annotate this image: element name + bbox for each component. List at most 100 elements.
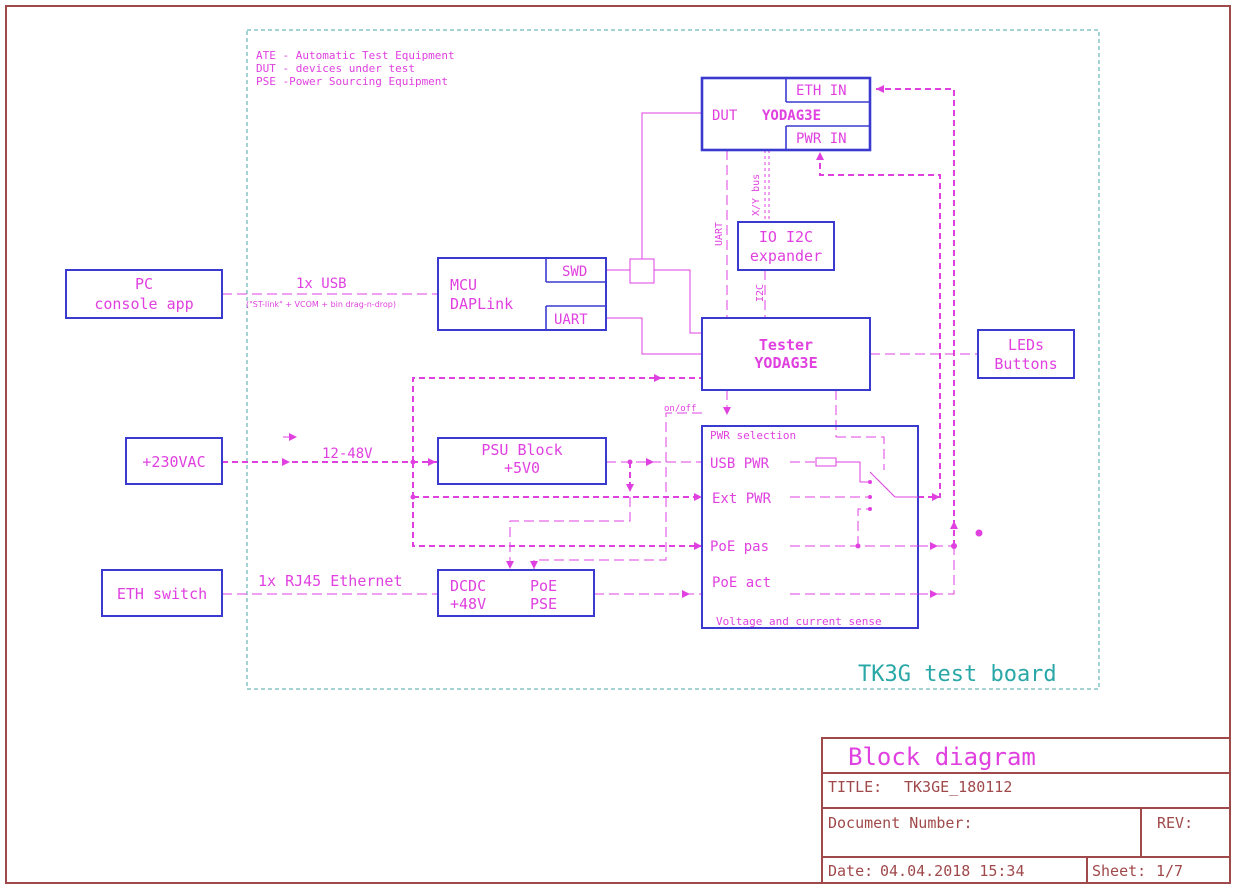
ext-pwr-arrow — [694, 493, 702, 501]
psu-dcdc-wire — [509, 497, 631, 569]
onoff-label: on/off — [664, 404, 697, 414]
pwr-usb-label: USB PWR — [710, 456, 770, 472]
usb-wire-note: ("ST-link" + VCOM + bin drag-n-drop) — [246, 300, 396, 309]
vin-tester-arrow — [654, 374, 662, 382]
dut-block: DUT YODAG3E ETH IN PWR IN — [700, 76, 872, 152]
pwr-selection-box — [701, 425, 919, 629]
tester-box — [701, 317, 871, 391]
vin-tester-wire — [412, 377, 702, 462]
dcdc-sublabel: +48V — [450, 595, 486, 613]
pse-label: PoE — [530, 577, 557, 595]
legend-ate: ATE - Automatic Test Equipment — [256, 49, 455, 62]
tester-block: Tester YODAG3E — [701, 317, 871, 391]
date-label: Date: — [828, 862, 873, 880]
board-label: TK3G test board — [858, 662, 1057, 687]
poe-act-out-arrow — [930, 590, 938, 598]
rj45-label: 1x RJ45 Ethernet — [258, 572, 403, 590]
psu-out-arrow — [646, 458, 654, 466]
sheet-frame — [5, 5, 1231, 884]
uart-vertical-label: UART — [714, 222, 725, 246]
poe-pas-wire — [412, 462, 702, 547]
dcdc-label: DCDC — [450, 577, 486, 595]
psu-box — [437, 437, 607, 485]
poe-act-out — [918, 546, 955, 595]
psu-in-arrow — [428, 458, 436, 466]
swd-to-tester-wire — [654, 269, 702, 334]
poe-pas-out-arrow — [930, 542, 938, 550]
ac-box — [125, 437, 223, 485]
tester-label: Tester — [759, 336, 813, 354]
mcu-port-uart: UART — [554, 312, 588, 328]
mcu-block: MCU DAPLink SWD UART — [437, 257, 607, 331]
ac-arrow — [282, 458, 290, 466]
date-value: 04.04.2018 15:34 — [880, 862, 1025, 880]
pwr-poe-pas-label: PoE pas — [710, 539, 769, 555]
io-expander-box — [737, 221, 835, 271]
stray-dot — [975, 529, 983, 537]
pse-arrow — [682, 590, 690, 598]
io-expander-label: IO I2C — [759, 228, 813, 246]
eth-switch-box — [101, 569, 223, 617]
tester-onoff-arrow — [723, 407, 731, 415]
psu-dcdc-arrow — [506, 561, 514, 569]
legend: ATE - Automatic Test Equipment DUT - dev… — [256, 49, 455, 88]
pc-sublabel: console app — [94, 295, 193, 313]
poe-pas-arrow — [694, 542, 702, 550]
junction-dot — [410, 494, 416, 500]
io-expander-block: IO I2C expander — [737, 221, 835, 271]
eth-switch-block: ETH switch — [101, 569, 223, 617]
eth-switch-label: ETH switch — [117, 585, 207, 603]
pc-block: PC console app — [65, 269, 223, 319]
usb-wire-label: 1x USB — [296, 276, 347, 292]
xy-bus-label: X/Y bus — [751, 174, 762, 216]
usb-fuse — [815, 457, 837, 467]
pwr-selection-title: PWR selection — [710, 429, 796, 442]
title-block: Block diagram TITLE: TK3GE_180112 Docume… — [821, 737, 1231, 884]
eth-in-arrow — [876, 85, 884, 93]
ac-label: +230VAC — [142, 453, 205, 471]
swd-to-dut-wire — [641, 112, 702, 259]
ac-arrow-mark-head — [289, 433, 297, 441]
pwr-selection-block: PWR selection USB PWR Ext PWR PoE pas Po… — [701, 425, 919, 629]
uart-mcu-tester-wire — [606, 317, 702, 355]
ext-out-arrow — [932, 493, 940, 501]
title-label: TITLE: — [828, 778, 882, 796]
leds-sublabel: Buttons — [994, 355, 1057, 373]
tester-sublabel: YODAG3E — [754, 354, 817, 372]
title-block-frame — [821, 737, 1231, 884]
leds-block: LEDs Buttons — [977, 329, 1075, 379]
sheet-value: 1/7 — [1156, 862, 1183, 880]
mcu-sublabel: DAPLink — [450, 295, 513, 313]
io-expander-sublabel: expander — [750, 247, 822, 265]
psu-sublabel: +5V0 — [504, 459, 540, 477]
junction-dot — [410, 459, 416, 465]
dut-label: DUT — [712, 108, 738, 124]
title-value: TK3GE_180112 — [904, 778, 1012, 796]
pwr-poe-act-label: PoE act — [712, 575, 771, 591]
title-block-heading: Block diagram — [848, 743, 1036, 771]
tester-switch-ctrl-b — [836, 436, 885, 470]
pwr-sense-label: Voltage and current sense — [716, 615, 882, 628]
mcu-label: MCU — [450, 276, 477, 294]
i2c-label: I2C — [755, 284, 766, 302]
legend-pse: PSE -Power Sourcing Equipment — [256, 75, 448, 88]
dut-name: YODAG3E — [762, 108, 821, 124]
psu-block: PSU Block +5V0 — [437, 437, 607, 485]
psu-label: PSU Block — [481, 441, 562, 459]
pc-box — [65, 269, 223, 319]
psu-down-arrow — [626, 484, 634, 492]
dcdc-pse-block: DCDC +48V PoE PSE — [437, 569, 595, 617]
swd-mux-box — [629, 258, 655, 284]
dut-port-eth: ETH IN — [796, 83, 847, 99]
pwr-switch-blade — [869, 471, 896, 498]
sheet-label: Sheet: — [1092, 862, 1146, 880]
onoff-dcdc-arrow — [530, 561, 538, 569]
mcu-port-swd: SWD — [562, 264, 587, 280]
dcdc-pse-box — [437, 569, 595, 617]
rev-label: REV: — [1157, 814, 1193, 832]
legend-dut: DUT - devices under test — [256, 62, 415, 75]
pc-label: PC — [135, 275, 153, 293]
eth-up-arrow — [950, 521, 958, 529]
dut-port-pwr: PWR IN — [796, 131, 847, 147]
